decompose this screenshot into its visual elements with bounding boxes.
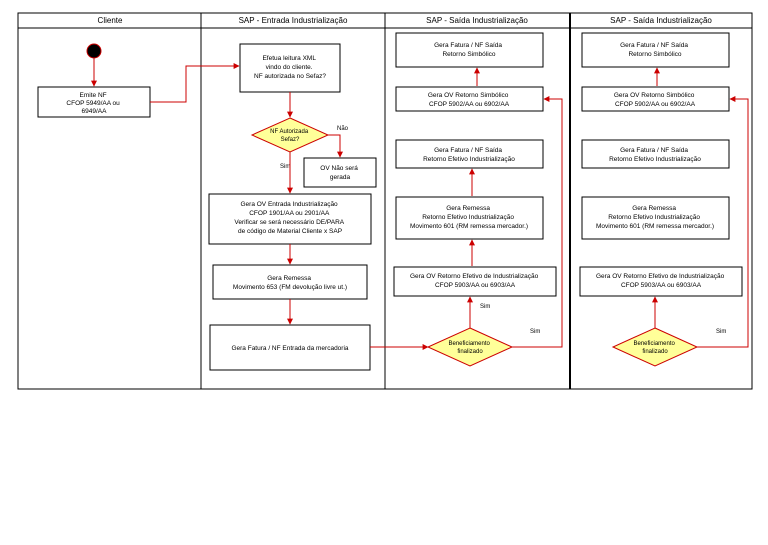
gera-remessa-entrada-box: Gera Remessa Movimento 653 (FM devolução… — [212, 264, 368, 300]
svg-text:OV Não será gerada: OV Não será gerada — [320, 165, 359, 181]
label-sim-entrada: Sim — [280, 164, 290, 170]
svg-text:Gera OV Retorno Simbólico: Gera OV Retorno Simbólico CFOP 5902/AA o… — [428, 92, 510, 108]
saida2-ov-simbolico-box: Gera OV Retorno Simbólico CFOP 5902/AA o… — [581, 86, 730, 112]
saida2-remessa-box: Gera Remessa Retorno Efetivo Industriali… — [581, 196, 730, 240]
svg-text:Beneficiamento finalizad: Beneficiamento finalizado — [633, 341, 676, 355]
saida1-remessa-box: Gera Remessa Retorno Efetivo Industriali… — [395, 196, 544, 240]
saida1-fatura-simbolico-box: Gera Fatura / NF Saída Retorno Simbólico — [395, 32, 544, 68]
svg-text:Gera Remessa Movimento 6: Gera Remessa Movimento 653 (FM devolução… — [233, 275, 347, 291]
svg-text:Gera Fatura / NF Saída R: Gera Fatura / NF Saída Retorno Simbólico — [434, 42, 504, 58]
svg-text:Gera Fatura / NF Saída R: Gera Fatura / NF Saída Retorno Simbólico — [620, 42, 690, 58]
svg-text:NF Autorizada Sefaz?: NF Autorizada Sefaz? — [270, 129, 310, 143]
decision-nf-autorizada: NF Autorizada Sefaz? — [250, 117, 330, 153]
svg-text:Efetua leitura XML vindo: Efetua leitura XML vindo do cliente. NF … — [254, 55, 326, 80]
emite-nf-box: Emite NF CFOP 5949/AA ou 6949/AA — [37, 86, 151, 118]
ov-nao-gerada-box: OV Não será gerada — [303, 157, 377, 188]
svg-text:Gera OV Retorno Efetivo de Ind: Gera OV Retorno Efetivo de Industrializa… — [410, 273, 540, 289]
svg-text:Gera Fatura / NF Entrada da me: Gera Fatura / NF Entrada da mercadoria — [231, 345, 348, 352]
lane-title-saida-1: SAP - Saída Industrialização — [426, 16, 528, 25]
saida2-decision-beneficiamento: Beneficiamento finalizado — [611, 327, 699, 367]
gera-fatura-entrada-box: Gera Fatura / NF Entrada da mercadoria — [209, 324, 371, 371]
svg-text:Beneficiamento finalizad: Beneficiamento finalizado — [448, 341, 491, 355]
lane-title-saida-2: SAP - Saída Industrialização — [610, 16, 712, 25]
saida2-label-sim-right: Sim — [716, 329, 726, 335]
saida1-fatura-efetivo-box: Gera Fatura / NF Saída Retorno Efetivo I… — [395, 139, 544, 169]
leitura-xml-box: Efetua leitura XML vindo do cliente. NF … — [239, 43, 341, 93]
gera-ov-entrada-box: Gera OV Entrada Industrialização CFOP 19… — [208, 193, 372, 245]
svg-text:Gera OV Entrada Industrializaç: Gera OV Entrada Industrialização CFOP 19… — [234, 201, 345, 235]
svg-text:Gera Fatura / NF Saída R: Gera Fatura / NF Saída Retorno Efetivo I… — [609, 147, 701, 163]
label-nao: Não — [337, 126, 349, 132]
saida1-label-sim-right: Sim — [530, 329, 540, 335]
start-node — [86, 43, 102, 59]
saida2-ov-efetivo-box: Gera OV Retorno Efetivo de Industrializa… — [579, 266, 743, 297]
lane-title-cliente: Cliente — [98, 16, 123, 25]
saida1-ov-efetivo-box: Gera OV Retorno Efetivo de Industrializa… — [393, 266, 557, 297]
svg-text:Gera OV Retorno Efetivo de Ind: Gera OV Retorno Efetivo de Industrializa… — [596, 273, 726, 289]
svg-text:Gera OV Retorno Simbólico: Gera OV Retorno Simbólico CFOP 5902/AA o… — [614, 92, 696, 108]
saida1-decision-beneficiamento: Beneficiamento finalizado — [426, 327, 514, 367]
svg-text:Gera Remessa Retorno Efe: Gera Remessa Retorno Efetivo Industriali… — [410, 205, 528, 230]
lane-title-entrada: SAP - Entrada Industrialização — [239, 16, 348, 25]
svg-text:Emite NF CFOP 5949/AA ou: Emite NF CFOP 5949/AA ou 6949/AA — [66, 92, 121, 115]
saida1-label-sim-up: Sim — [480, 304, 490, 310]
saida2-fatura-simbolico-box: Gera Fatura / NF Saída Retorno Simbólico — [581, 32, 730, 68]
saida1-ov-simbolico-box: Gera OV Retorno Simbólico CFOP 5902/AA o… — [395, 86, 544, 112]
svg-text:Gera Fatura / NF Saída R: Gera Fatura / NF Saída Retorno Efetivo I… — [423, 147, 515, 163]
saida2-fatura-efetivo-box: Gera Fatura / NF Saída Retorno Efetivo I… — [581, 139, 730, 169]
lanes-frame — [17, 12, 753, 390]
svg-text:Gera Remessa Retorno Efe: Gera Remessa Retorno Efetivo Industriali… — [596, 205, 714, 230]
